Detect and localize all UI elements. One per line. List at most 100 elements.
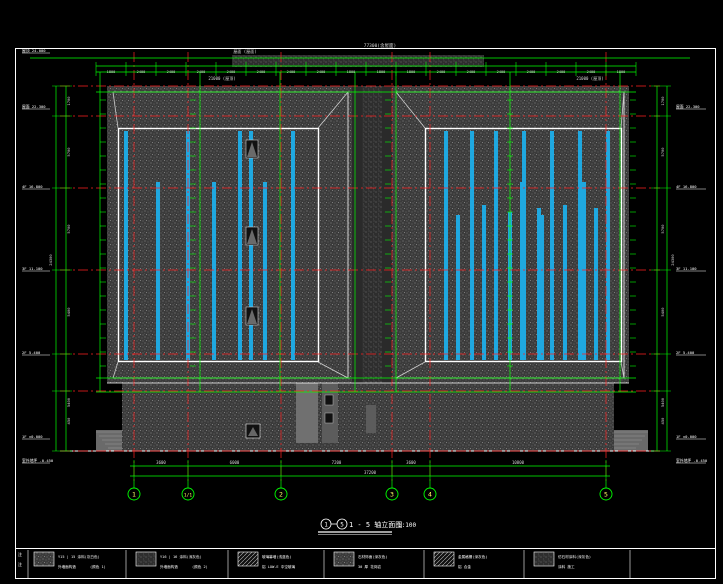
legend-line1: 石材饰面(深灰色) bbox=[358, 554, 387, 559]
legend-line1: Y16 | 16 涂料(深灰色) bbox=[160, 554, 202, 559]
top-dim-label: 1800 bbox=[347, 70, 356, 74]
top-dim-label: 1800 bbox=[617, 70, 626, 74]
triangle-window bbox=[247, 309, 257, 324]
top-dim-label: 1800 bbox=[107, 70, 116, 74]
bottom-dim-label: 7200 bbox=[332, 460, 342, 465]
top-dim-label: 2400 bbox=[317, 70, 326, 74]
right-vdim-label: 5700 bbox=[660, 224, 665, 234]
axis-label: 1 bbox=[132, 491, 136, 499]
triangle-window bbox=[247, 142, 257, 157]
left-level-label: 屋面 22.300 bbox=[22, 104, 46, 109]
right-glazing-frame bbox=[424, 127, 623, 363]
left-chamfer-bot bbox=[112, 361, 119, 379]
legend-swatch bbox=[33, 551, 55, 567]
glazing-strip bbox=[263, 182, 267, 360]
glazing-strip bbox=[212, 182, 216, 360]
top-dim-upper-label: 屋面 (屋面) bbox=[233, 48, 256, 54]
right-vdim-label: 5700 bbox=[660, 147, 665, 157]
axis-bubble bbox=[423, 487, 437, 501]
right-level-label: 4F 16.800 bbox=[676, 184, 697, 189]
left-vdim-label: 5700 bbox=[66, 224, 71, 234]
axis-bubble bbox=[181, 487, 195, 501]
legend-line3: (颜色 1) bbox=[90, 564, 106, 569]
top-dim-label: 2400 bbox=[557, 70, 566, 74]
ground-window bbox=[324, 394, 334, 406]
right-vdim-label: 5400 bbox=[660, 307, 665, 317]
title-axis-end: 5 bbox=[340, 522, 344, 529]
glazing-strip bbox=[291, 131, 295, 360]
right-vdim-label: 5400 bbox=[660, 397, 665, 407]
legend-swatch bbox=[237, 551, 259, 567]
left-level-label: 1F ±0.000 bbox=[22, 434, 43, 439]
sheet-border bbox=[15, 48, 716, 579]
right-vdim-label: 450 bbox=[660, 417, 665, 425]
top-dim-left-label: 21000 (屋顶) bbox=[208, 75, 235, 81]
axis-bubble bbox=[274, 487, 288, 501]
legend-line1: Y15 | 15 涂料(灰白色) bbox=[58, 554, 100, 559]
top-dim-label: 2400 bbox=[527, 70, 536, 74]
top-dim-right-label: 21000 (屋顶) bbox=[576, 75, 603, 81]
central-core-strip bbox=[362, 86, 382, 383]
right-total-height: 24300 bbox=[670, 254, 675, 266]
glazing-strip bbox=[537, 208, 541, 360]
right-chamfer-top bbox=[395, 91, 426, 129]
ground-window bbox=[324, 412, 334, 424]
legend-index: 注 bbox=[18, 561, 22, 567]
legend-swatch bbox=[135, 551, 157, 567]
top-dim-label: 2400 bbox=[587, 70, 596, 74]
right-level-label: 3F 11.100 bbox=[676, 266, 697, 271]
top-dim-label: 1800 bbox=[377, 70, 386, 74]
ground-entrance-door bbox=[296, 383, 318, 443]
left-level-label: 4F 16.800 bbox=[22, 184, 43, 189]
glazing-strip bbox=[594, 208, 598, 360]
axis-label: 1/1 bbox=[184, 493, 192, 499]
legend-swatch bbox=[333, 551, 355, 567]
top-dim-label: 2400 bbox=[497, 70, 506, 74]
top-dim-label: 2400 bbox=[437, 70, 446, 74]
legend-line2: 外墙面构造 bbox=[58, 564, 76, 569]
right-chamfer-bot bbox=[395, 361, 426, 379]
legend-line2: 铝 合金 bbox=[458, 564, 471, 569]
glazing-strip bbox=[482, 205, 486, 360]
left-vdim-label: 1700 bbox=[66, 96, 71, 106]
legend-swatch bbox=[533, 551, 555, 567]
title-axis-end-circle bbox=[336, 518, 348, 530]
glazing-strip bbox=[520, 182, 524, 360]
top-dim-label: 2400 bbox=[257, 70, 266, 74]
glazing-strip bbox=[456, 215, 460, 360]
left-vdim-label: 450 bbox=[66, 417, 71, 425]
title-text: 1 - 5 轴立面图 bbox=[349, 520, 402, 529]
right-level-label: 1F ±0.000 bbox=[676, 434, 697, 439]
top-dim-label: 1800 bbox=[407, 70, 416, 74]
legend-line2: 30 厚 花岗岩 bbox=[358, 564, 381, 569]
glazing-strip bbox=[124, 131, 128, 360]
left-vdim-label: 5700 bbox=[66, 147, 71, 157]
axis-label: 3 bbox=[390, 491, 394, 499]
glazing-strip bbox=[249, 131, 253, 360]
legend-line1: 金属格栅(深灰色) bbox=[458, 554, 487, 559]
drawing-title: 1 5 1 - 5 轴立面图 1:100 bbox=[318, 518, 416, 535]
left-chamfer-top bbox=[112, 91, 119, 129]
ground-door-small bbox=[366, 405, 376, 433]
glazing-strip bbox=[578, 131, 582, 360]
legend-line2: 铝 LOW-E 中空玻璃 bbox=[262, 564, 296, 569]
glazing-strip bbox=[550, 131, 554, 360]
triangle-window bbox=[247, 229, 257, 244]
left-level-label: 室外地坪 -0.450 bbox=[22, 458, 54, 463]
title-axis-start: 1 bbox=[324, 522, 328, 529]
left-level-label: 2F 5.400 bbox=[22, 350, 41, 355]
glazing-strip bbox=[238, 131, 242, 360]
glazing-strip bbox=[494, 131, 498, 360]
building-elevation bbox=[60, 55, 660, 452]
title-scale: 1:100 bbox=[398, 522, 416, 529]
legend-line1: 仿石材涂料(深灰色) bbox=[558, 554, 591, 559]
legend-line3: (颜色 2) bbox=[192, 564, 208, 569]
left-level-label: 屋顶 24.000 bbox=[22, 48, 46, 53]
left-glazing-frame bbox=[117, 127, 320, 363]
top-dim-label: 2400 bbox=[467, 70, 476, 74]
right-level-label: 2F 5.400 bbox=[676, 350, 695, 355]
roof-parapet bbox=[232, 55, 484, 67]
left-total-height: 24300 bbox=[48, 254, 53, 266]
axis-label: 4 bbox=[428, 491, 432, 499]
legend-line2: 涂料 施工 bbox=[558, 564, 575, 569]
